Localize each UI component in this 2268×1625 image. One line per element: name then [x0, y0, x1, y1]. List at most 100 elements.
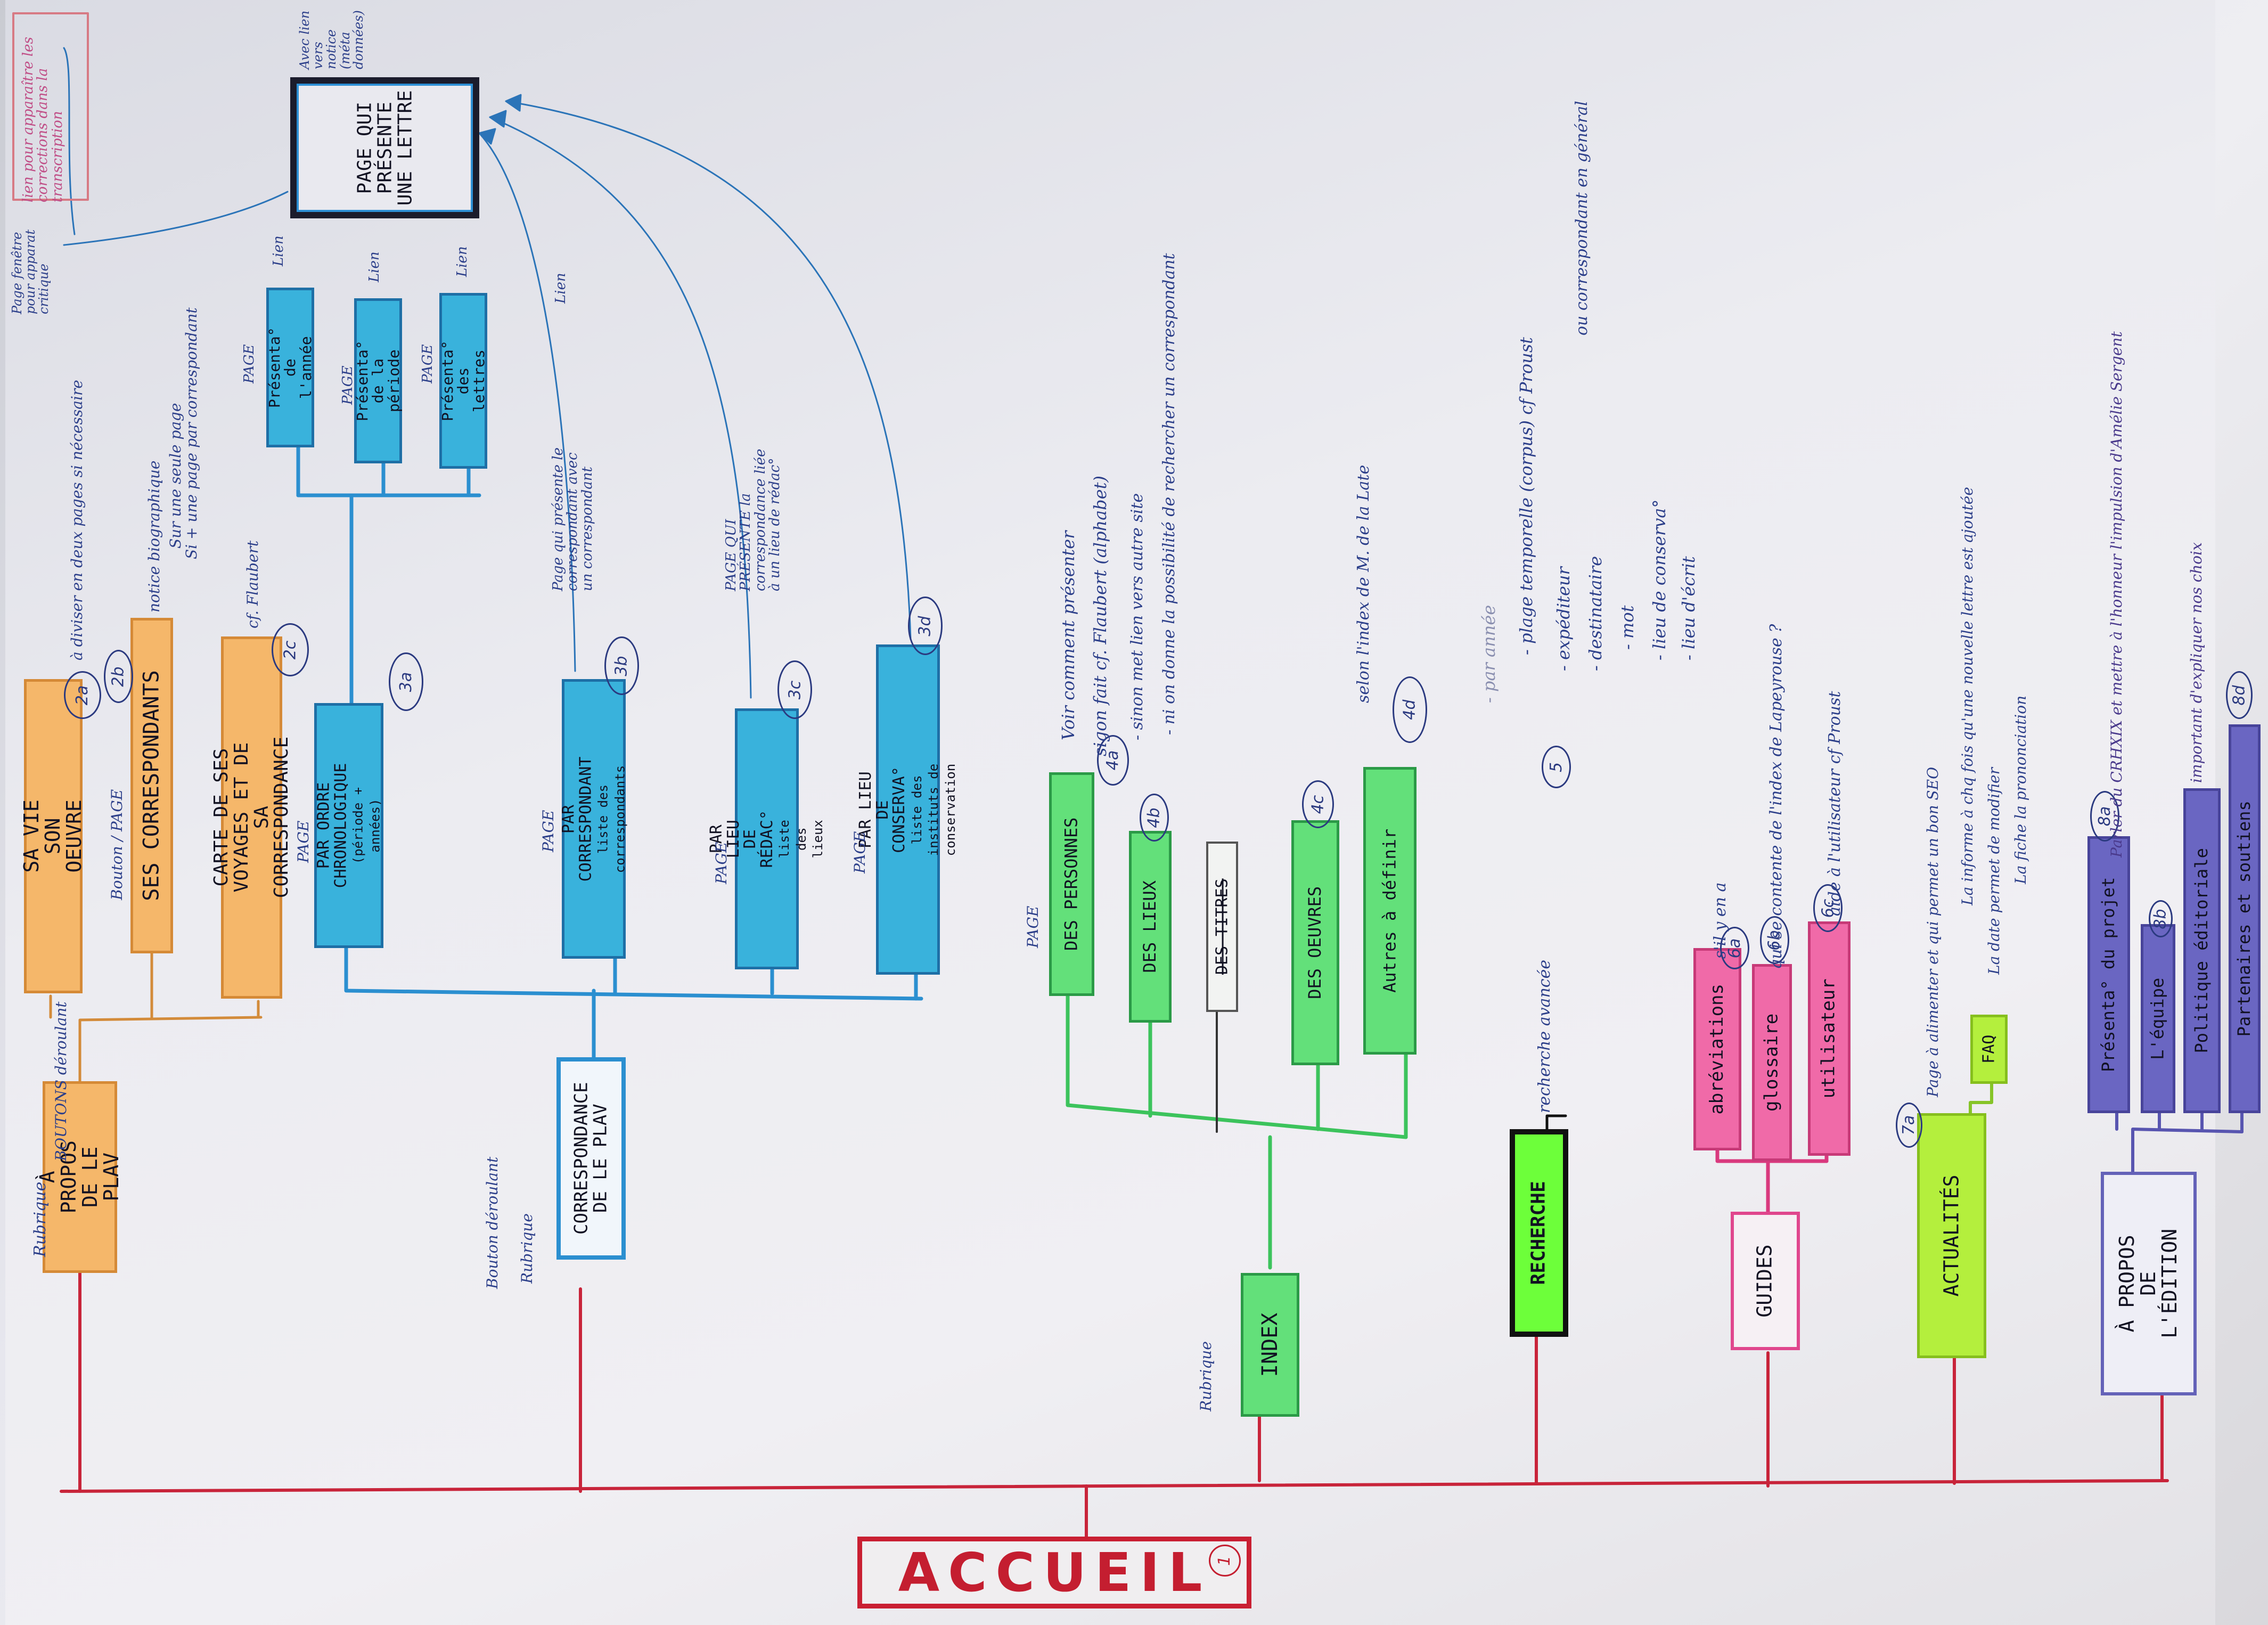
- par-ordre-chrono-label: PAR ORDRE CHRONOLOGIQUE: [314, 763, 350, 888]
- accueil-number: 1: [1209, 1545, 1241, 1577]
- sa-vie-note: à diviser en deux pages si nécessaire: [68, 380, 86, 660]
- badge-4c: 4c: [1302, 780, 1334, 828]
- par-lieu-redac-box[interactable]: PAR LIEU DE RÉDAC°liste des lieux: [707, 708, 825, 969]
- lien-label-4: Lien: [553, 273, 569, 304]
- side-note-1: notice biographique: [145, 460, 163, 613]
- actualites-label: ACTUALITÉS: [1939, 1174, 1963, 1297]
- badge-4d: 4d: [1393, 676, 1427, 743]
- correspondance-note2: Rubrique: [518, 1213, 536, 1284]
- recherche-note2: ou correspondant en général: [1573, 101, 1591, 336]
- carte-voyages-box[interactable]: CARTE DE SES VOYAGES ET DE SA CORRESPOND…: [210, 636, 292, 999]
- ses-correspondants-box[interactable]: SES CORRESPONDANTS: [130, 618, 173, 953]
- abreviations-note: s'il y en a: [1711, 882, 1730, 959]
- badge-6b: 6b: [1760, 916, 1789, 964]
- index-note: Rubrique: [1197, 1341, 1215, 1411]
- des-titres-box[interactable]: DES TITRES: [1206, 842, 1238, 1012]
- ses-correspondants-label: SES CORRESPONDANTS: [140, 670, 165, 901]
- autres-box[interactable]: Autres à définir: [1363, 767, 1417, 1055]
- actualites-note4: La fiche la prononciation: [2012, 695, 2029, 884]
- lettre-note3: lien pour apparaître les corrections dan…: [20, 37, 65, 202]
- presentation-lettres-box[interactable]: Présenta° des lettres: [439, 293, 488, 469]
- recherche-list-1: - plage temporelle (corpus) cf Proust: [1516, 337, 1536, 655]
- page-label-4a: PAGE: [1024, 905, 1042, 948]
- page-label-3d: PAGE: [851, 831, 869, 873]
- glossaire-box[interactable]: glossaire: [1752, 964, 1792, 1161]
- sa-vie-box[interactable]: SA VIE SON OEUVRE: [20, 679, 86, 993]
- edition-note1: Parler du CRHXIX et mettre à l'honneur l…: [2108, 331, 2125, 858]
- index-box[interactable]: INDEX: [1241, 1273, 1299, 1417]
- a-propos-de-le-plav-box[interactable]: À PROPOS DE LE PLAV: [36, 1081, 123, 1273]
- partenaires-box[interactable]: Partenaires et soutiens: [2229, 724, 2261, 1113]
- utilisateur-note: aide à l'utilisateur cf Proust: [1825, 691, 1844, 917]
- abreviations-box[interactable]: abréviations: [1693, 948, 1741, 1150]
- lettre-note2: Page fenêtre pour apparat critique: [10, 229, 52, 314]
- page-label-3b: PAGE: [539, 810, 557, 852]
- des-oeuvres-box[interactable]: DES OEUVRES: [1291, 820, 1339, 1065]
- presentation-projet-box[interactable]: Présenta° du projet: [2087, 836, 2130, 1113]
- des-lieux-label: DES LIEUX: [1140, 880, 1160, 973]
- edition-note2: important d'expliquer nos choix: [2188, 542, 2205, 783]
- partenaires-label: Partenaires et soutiens: [2234, 801, 2255, 1037]
- index-note5: selon l'index de M. de la Late: [1354, 464, 1373, 703]
- badge-5: 5: [1542, 746, 1571, 788]
- des-titres-label: DES TITRES: [1213, 878, 1232, 975]
- abreviations-label: abréviations: [1706, 984, 1728, 1115]
- recherche-list-5: - lieu de conserva°: [1649, 499, 1669, 660]
- par-ordre-chrono-box[interactable]: PAR ORDRE CHRONOLOGIQUE(période + années…: [314, 703, 383, 948]
- accueil-box[interactable]: ACCUEIL: [857, 1537, 1251, 1608]
- badge-4b: 4b: [1140, 794, 1169, 842]
- branch1-root-note2: BOUTONS déroulant: [52, 1001, 70, 1161]
- a-propos-edition-label: À PROPOS DE L'ÉDITION: [2115, 1229, 2181, 1338]
- badge-7a: 7a: [1896, 1103, 1922, 1148]
- utilisateur-label: utilisateur: [1818, 978, 1840, 1099]
- correspondance-box[interactable]: CORRESPONDANCE DE LE PLAV: [556, 1057, 626, 1260]
- par-correspondant-sub: liste des correspondants: [595, 765, 627, 873]
- page-label-3c: PAGE: [713, 842, 730, 884]
- recherche-label: RECHERCHE: [1528, 1181, 1550, 1285]
- page-lettre-box[interactable]: PAGE QUI PRÉSENTE UNE LETTRE: [290, 77, 479, 218]
- badge-8b: 8b: [2149, 900, 2173, 937]
- a-propos-de-le-plav-label: À PROPOS DE LE PLAV: [36, 1140, 123, 1214]
- note-3b: Page qui présente le correspondant avec …: [550, 447, 595, 591]
- badge-3b: 3b: [604, 636, 639, 695]
- presentation-periode-box[interactable]: Présenta° de la période: [354, 298, 403, 463]
- guides-box[interactable]: GUIDES: [1731, 1212, 1800, 1350]
- recherche-box[interactable]: RECHERCHE: [1510, 1129, 1568, 1337]
- badge-3a: 3a: [389, 652, 423, 711]
- actualites-note1: Page à alimenter et qui permet un bon SE…: [1924, 766, 1942, 1097]
- actualites-note2: La informe à chq fois qu'une nouvelle le…: [1959, 487, 1976, 905]
- faq-box[interactable]: FAQ: [1970, 1015, 2008, 1084]
- badge-6c: 6c: [1813, 884, 1843, 932]
- presentation-projet-label: Présenta° du projet: [2098, 877, 2119, 1073]
- badge-8d: 8d: [2226, 671, 2253, 719]
- politique-editoriale-box[interactable]: Politique éditoriale: [2183, 788, 2221, 1113]
- lettre-note: Avec lien vers notice (méta données): [297, 10, 366, 69]
- politique-editoriale-label: Politique éditoriale: [2191, 848, 2212, 1054]
- presentation-annee-box[interactable]: Présenta° de l'année: [266, 288, 315, 447]
- lien-label-2: Lien: [366, 251, 382, 282]
- utilisateur-box[interactable]: utilisateur: [1808, 921, 1851, 1156]
- des-lieux-box[interactable]: DES LIEUX: [1129, 831, 1172, 1023]
- equipe-box[interactable]: L'équipe: [2141, 924, 2175, 1113]
- par-lieu-redac-sub: liste des lieux: [776, 819, 825, 859]
- sub-page-1: PAGE: [241, 344, 257, 383]
- recherche-list-6: - lieu d'écrit: [1679, 556, 1699, 660]
- par-lieu-conserva-box[interactable]: PAR LIEU DE CONSERVA°liste des instituts…: [857, 644, 958, 975]
- side-note-2: Sur une seule page: [167, 403, 184, 549]
- faq-label: FAQ: [1979, 1034, 1999, 1064]
- guides-label: GUIDES: [1753, 1244, 1777, 1318]
- badge-3d: 3d: [908, 597, 943, 655]
- a-propos-edition-box[interactable]: À PROPOS DE L'ÉDITION: [2101, 1172, 2197, 1395]
- glossaire-note: qui se contente de l'index de Lapeyrouse…: [1767, 624, 1786, 969]
- carte-note: cf. Flaubert: [244, 540, 261, 628]
- des-personnes-box[interactable]: DES PERSONNES: [1049, 772, 1094, 996]
- page-lettre-label: PAGE QUI PRÉSENTE UNE LETTRE: [353, 90, 416, 206]
- par-ordre-chrono-sub: (période + années): [350, 787, 382, 864]
- par-correspondant-label: PAR CORRESPONDANT: [559, 756, 595, 881]
- carte-voyages-label: CARTE DE SES VOYAGES ET DE SA CORRESPOND…: [210, 737, 293, 899]
- index-note3: - sinon met lien vers autre site: [1128, 493, 1147, 740]
- actualites-box[interactable]: ACTUALITÉS: [1917, 1113, 1986, 1358]
- recherche-list-2: - expéditeur: [1553, 567, 1574, 671]
- index-note1: Voir comment présenter: [1058, 530, 1078, 740]
